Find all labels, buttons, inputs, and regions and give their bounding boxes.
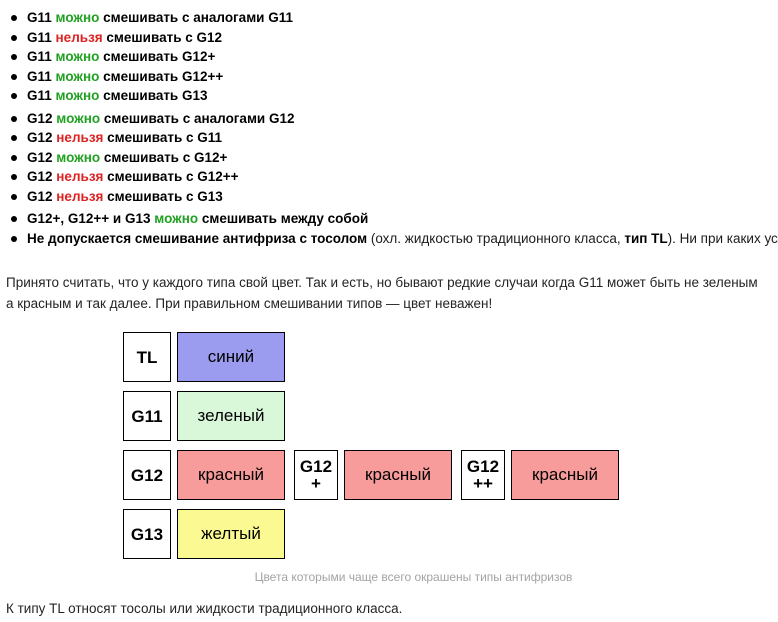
text-segment: (охл. жидкостью традиционного класса,	[367, 230, 625, 246]
list-item: G11 можно смешивать G12+	[0, 47, 772, 67]
type-label-suffix: ++	[473, 474, 493, 493]
color-cell: красный	[177, 450, 285, 500]
list-item: G11 можно смешивать G13	[0, 86, 772, 106]
text-segment: G12	[27, 169, 57, 184]
type-label-text: G12	[299, 457, 333, 476]
type-label-cell: G12++	[461, 450, 505, 500]
footer-note: К типу TL относят тосолы или жидкости тр…	[6, 601, 403, 616]
text-segment: можно	[56, 110, 101, 126]
type-label-cell: G11	[123, 391, 171, 441]
list-item: G12 можно смешивать с G12+	[0, 148, 772, 168]
mix-rules-group-3: G12+, G12++ и G13 можно смешивать между …	[0, 209, 778, 249]
text-segment: G11	[27, 88, 56, 103]
text-segment: нельзя	[56, 169, 104, 184]
type-label-text: G12	[466, 457, 500, 476]
type-label-cell: G12	[123, 450, 171, 500]
text-segment: смешивать между собой	[198, 211, 369, 226]
color-cell: зеленый	[177, 391, 285, 441]
table-row: G11 зеленый	[123, 391, 772, 441]
text-segment: смешивать с G12++	[103, 169, 239, 184]
text-segment: G11	[27, 68, 56, 84]
color-cell: красный	[511, 450, 619, 500]
text-segment: можно	[56, 149, 101, 165]
bullet-icon	[11, 174, 17, 180]
bullet-icon	[11, 135, 17, 141]
text-segment: можно	[55, 10, 100, 25]
list-item: G12+, G12++ и G13 можно смешивать между …	[0, 209, 772, 229]
list-item: G12 можно смешивать с аналогами G12	[0, 109, 772, 129]
text-segment: G12	[27, 110, 57, 126]
text-segment: смешивать G12++	[99, 68, 224, 84]
list-item: G11 можно смешивать с аналогами G11	[0, 8, 772, 28]
bullet-icon	[11, 193, 17, 200]
bullet-icon	[11, 235, 17, 242]
bullet-icon	[11, 54, 17, 60]
type-label-text: G11	[131, 406, 163, 426]
list-item: G12 нельзя смешивать с G13	[0, 187, 772, 207]
text-segment: G12	[27, 149, 57, 165]
bullet-icon	[11, 115, 17, 122]
text-segment: ). Ни при каких условиях!	[667, 230, 778, 246]
text-segment: смешивать с аналогами G12	[100, 110, 295, 126]
list-item: G11 нельзя смешивать с G12	[0, 28, 772, 48]
text-segment: нельзя	[56, 188, 104, 204]
text-segment: смешивать с G12	[102, 29, 223, 45]
text-segment: G11	[27, 29, 56, 45]
text-segment: смешивать с аналогами G11	[99, 10, 293, 25]
list-item: Не допускается смешивание антифриза с то…	[0, 229, 778, 249]
type-label-text: G12	[130, 465, 164, 485]
text-segment: можно	[154, 211, 199, 226]
text-segment: нельзя	[55, 29, 103, 45]
intro-paragraph: Принято считать, что у каждого типа свой…	[6, 275, 758, 311]
type-label-cell: G13	[123, 509, 171, 559]
bullet-icon	[11, 15, 17, 21]
text-segment: тип TL	[624, 230, 668, 246]
text-segment: нельзя	[56, 130, 104, 145]
bullet-icon	[11, 216, 17, 222]
text-segment: Не допускается смешивание антифриза с то…	[27, 230, 368, 246]
text-segment: смешивать G13	[99, 88, 208, 103]
color-cell: желтый	[177, 509, 285, 559]
text-segment: можно	[55, 88, 100, 103]
text-segment: G11	[27, 49, 56, 64]
list-item: G12 нельзя смешивать с G11	[0, 128, 772, 148]
text-segment: можно	[55, 49, 100, 64]
color-cell: красный	[344, 450, 452, 500]
text-segment: смешивать с G12+	[100, 149, 228, 165]
type-label-text: TL	[136, 347, 158, 367]
bullet-icon	[11, 34, 17, 41]
table-row: TL синий	[123, 332, 772, 382]
table-row: G13 желтый	[123, 509, 772, 559]
text-segment: G12	[27, 188, 57, 204]
text-segment: можно	[55, 68, 100, 84]
type-label-cell: G12+	[294, 450, 338, 500]
bullet-icon	[11, 73, 17, 80]
text-segment: G12+, G12++ и G13	[27, 211, 155, 226]
text-segment: G11	[27, 10, 56, 25]
type-label-text: G13	[130, 524, 164, 544]
text-segment: смешивать с G13	[103, 188, 223, 204]
text-segment: смешивать с G11	[103, 130, 223, 145]
list-item: G11 можно смешивать G12++	[0, 67, 772, 87]
diagram-caption: Цвета которыми чаще всего окрашены типы …	[254, 570, 573, 584]
type-label-suffix: +	[311, 474, 321, 493]
bullet-icon	[11, 93, 17, 99]
list-item: G12 нельзя смешивать с G12++	[0, 167, 772, 187]
bullet-icon	[11, 154, 17, 161]
type-label-cell: TL	[123, 332, 171, 382]
text-segment: G12	[27, 130, 57, 145]
color-cell: синий	[177, 332, 285, 382]
text-segment: смешивать G12+	[99, 49, 216, 64]
